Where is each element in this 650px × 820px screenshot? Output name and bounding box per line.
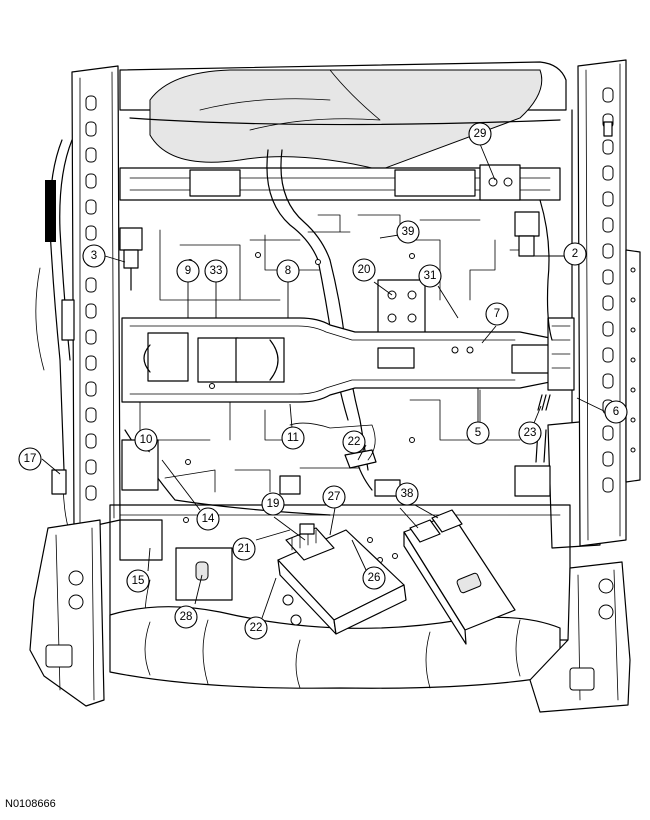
callout-21: 21 (232, 537, 256, 561)
callout-label: 2 (572, 248, 578, 260)
right-rail-foot (529, 561, 631, 713)
mounting-bracket (377, 279, 426, 341)
callout-label: 6 (613, 406, 619, 418)
callout-28: 28 (174, 605, 198, 629)
callout-7: 7 (485, 302, 509, 326)
leader-lines (41, 143, 607, 619)
callout-3: 3 (82, 244, 106, 268)
main-cross-member (121, 317, 561, 403)
callout-label: 31 (424, 270, 437, 282)
left-seat-sensor (119, 227, 143, 291)
callout-label: 5 (475, 427, 481, 439)
occupant-module (403, 509, 516, 645)
callout-17: 17 (18, 447, 42, 471)
callout-label: 9 (185, 265, 191, 277)
upper-cross-rail (119, 164, 561, 201)
callout-label: 15 (132, 575, 145, 587)
callout-10: 10 (134, 428, 158, 452)
right-seat-sensor (514, 199, 553, 341)
callout-label: 22 (250, 622, 263, 634)
callout-20: 20 (352, 258, 376, 282)
callout-15: 15 (126, 569, 150, 593)
callout-31: 31 (418, 264, 442, 288)
callout-label: 7 (494, 308, 500, 320)
callout-6: 6 (604, 400, 628, 424)
callout-29: 29 (468, 122, 492, 146)
callout-label: 28 (180, 611, 193, 623)
callout-39: 39 (396, 220, 420, 244)
callout-27: 27 (322, 485, 346, 509)
figure-id: N0108666 (5, 798, 56, 810)
callout-8: 8 (276, 259, 300, 283)
left-rail-foot (29, 519, 105, 707)
callout-14: 14 (196, 507, 220, 531)
callout-label: 10 (140, 434, 153, 446)
right-side-rail (577, 59, 641, 547)
callout-label: 38 (401, 488, 414, 500)
callout-label: 39 (402, 226, 415, 238)
callout-label: 3 (91, 250, 97, 262)
callout-2: 2 (563, 242, 587, 266)
callout-label: 19 (267, 498, 280, 510)
callout-label: 17 (24, 453, 37, 465)
callout-22-lower: 22 (244, 616, 268, 640)
callout-label: 21 (238, 543, 251, 555)
callout-label: 8 (285, 265, 291, 277)
callout-19: 19 (261, 492, 285, 516)
callout-11: 11 (281, 426, 305, 450)
callout-9: 9 (176, 259, 200, 283)
callout-38: 38 (395, 482, 419, 506)
left-side-rail (71, 65, 121, 531)
callout-label: 11 (287, 432, 299, 444)
front-frame (109, 504, 571, 641)
callout-label: 29 (474, 128, 487, 140)
seat-pan-outline (117, 61, 573, 471)
callout-label: 22 (348, 436, 361, 448)
callout-33: 33 (204, 259, 228, 283)
control-module (277, 523, 407, 635)
callout-5: 5 (466, 421, 490, 445)
callout-label: 14 (202, 513, 215, 525)
callout-label: 26 (368, 572, 381, 584)
callout-26: 26 (362, 566, 386, 590)
callout-22-upper: 22 (342, 430, 366, 454)
callout-label: 33 (210, 265, 223, 277)
callout-23: 23 (518, 421, 542, 445)
callout-label: 27 (328, 491, 341, 503)
callout-label: 23 (524, 427, 537, 439)
callout-label: 20 (358, 264, 371, 276)
front-cushion-roll (109, 606, 561, 689)
